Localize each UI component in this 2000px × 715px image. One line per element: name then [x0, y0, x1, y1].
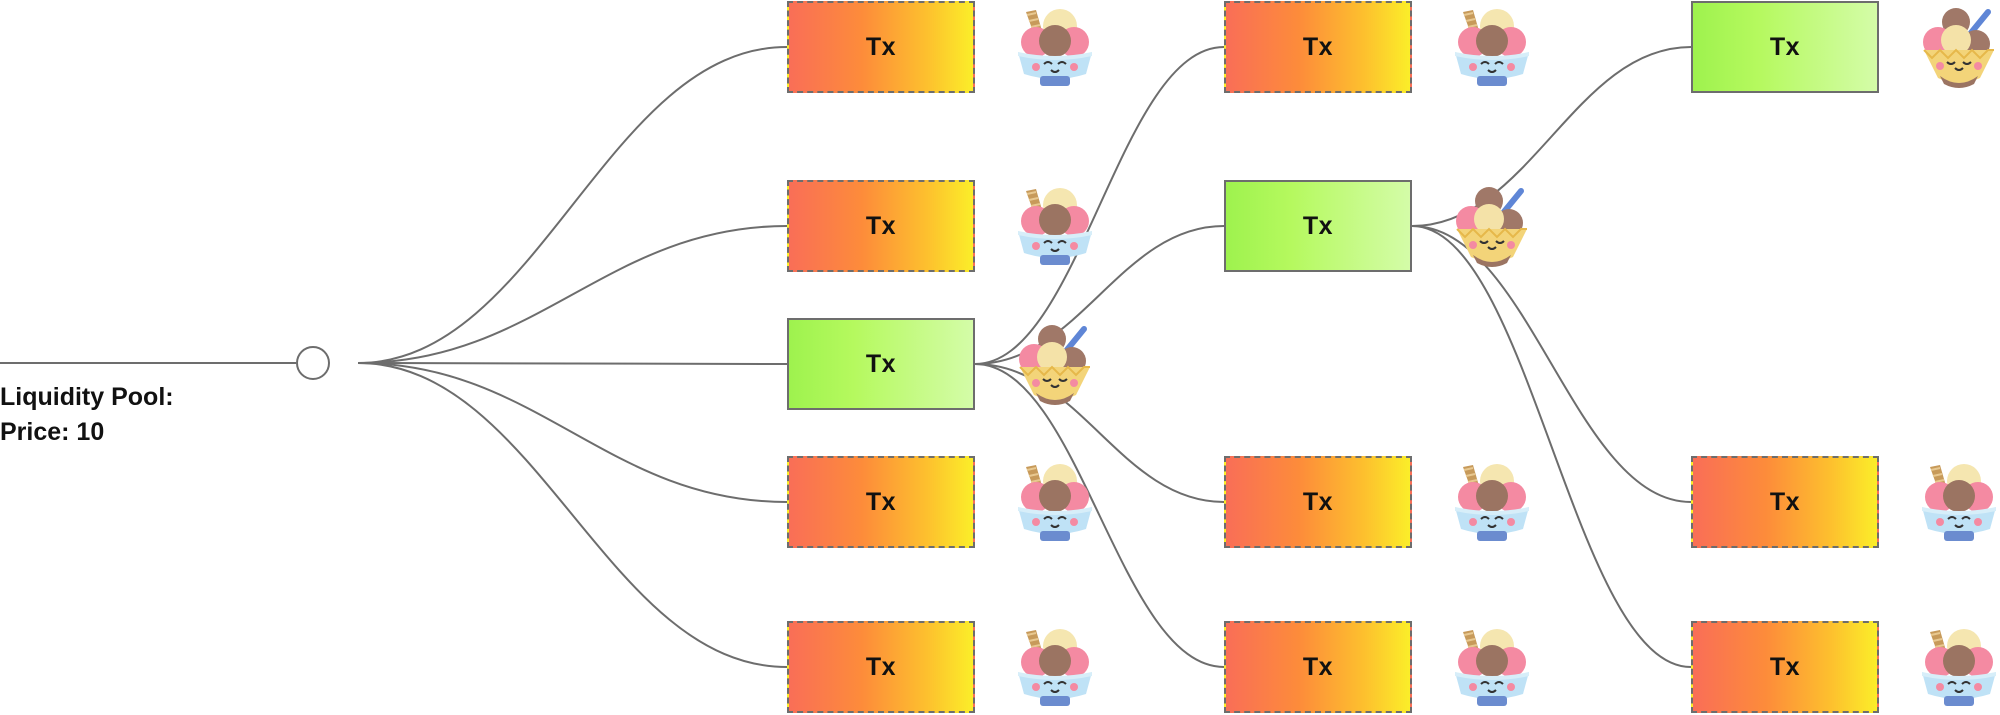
connector-lines [357, 46, 1692, 668]
happy-sundae-icon [1014, 321, 1096, 412]
tx-box-rejected: Tx [1224, 621, 1412, 713]
sad-sundae-icon [1014, 459, 1096, 550]
connector-line [974, 46, 1225, 365]
connector-line [357, 362, 788, 668]
tx-label: Tx [1769, 487, 1801, 516]
tx-label: Tx [865, 652, 897, 681]
tx-box-rejected: Tx [787, 456, 975, 548]
liquidity-pool-node [296, 346, 330, 380]
tx-box-rejected: Tx [787, 1, 975, 93]
connector-line [357, 362, 788, 365]
pool-label-line2: Price: 10 [0, 418, 105, 446]
sad-sundae-icon [1451, 624, 1533, 715]
sad-sundae-icon [1918, 624, 2000, 715]
happy-sundae-icon [1451, 183, 1533, 274]
tx-label: Tx [1302, 487, 1334, 516]
tx-label: Tx [1302, 32, 1334, 61]
tx-box-accepted: Tx [1224, 180, 1412, 272]
connector-line [357, 225, 788, 364]
tx-label: Tx [1302, 211, 1334, 240]
tx-label: Tx [865, 349, 897, 378]
tx-box-rejected: Tx [1224, 456, 1412, 548]
happy-sundae-icon [1918, 4, 2000, 95]
sad-sundae-icon [1014, 624, 1096, 715]
pool-label-line1: Liquidity Pool: [0, 383, 174, 411]
tx-label: Tx [1769, 652, 1801, 681]
connector-line [1411, 225, 1692, 503]
tx-box-rejected: Tx [787, 180, 975, 272]
tx-box-accepted: Tx [787, 318, 975, 410]
tx-box-rejected: Tx [787, 621, 975, 713]
sad-sundae-icon [1014, 4, 1096, 95]
tx-box-accepted: Tx [1691, 1, 1879, 93]
tx-box-rejected: Tx [1691, 621, 1879, 713]
connector-line [974, 363, 1225, 503]
connector-line [357, 46, 788, 364]
tx-box-rejected: Tx [1224, 1, 1412, 93]
tx-label: Tx [1769, 32, 1801, 61]
liquidity-pool-label: Liquidity Pool: Price: 10 [0, 380, 174, 450]
sad-sundae-icon [1451, 459, 1533, 550]
tx-box-rejected: Tx [1691, 456, 1879, 548]
sad-sundae-icon [1451, 4, 1533, 95]
connector-line [974, 363, 1225, 668]
sad-sundae-icon [1918, 459, 2000, 550]
tx-label: Tx [1302, 652, 1334, 681]
connector-line [974, 225, 1225, 365]
connector-line [1411, 225, 1692, 668]
tx-label: Tx [865, 487, 897, 516]
tx-label: Tx [865, 211, 897, 240]
connector-line [357, 362, 788, 503]
sad-sundae-icon [1014, 183, 1096, 274]
connector-line [1411, 46, 1692, 227]
tx-label: Tx [865, 32, 897, 61]
